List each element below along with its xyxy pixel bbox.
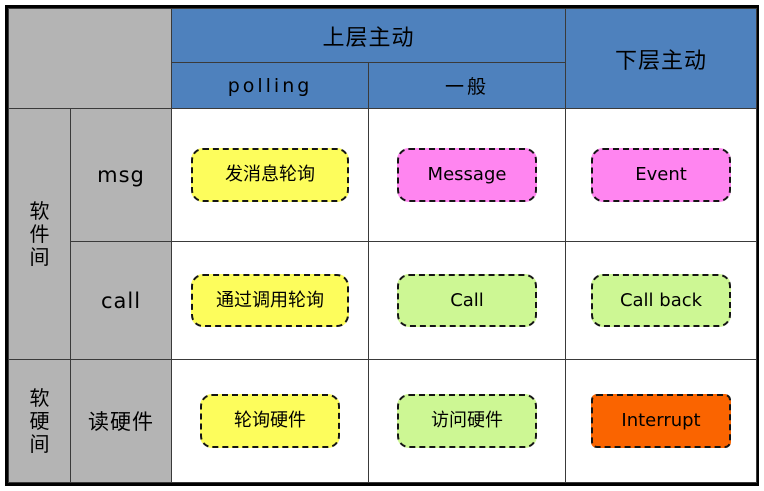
box-message[interactable]: Message — [397, 148, 537, 202]
cell-msg-general: Message — [367, 108, 567, 242]
box-polling-via-call[interactable]: 通过调用轮询 — [191, 273, 349, 328]
cell-hardware-lower-active: Interrupt — [565, 359, 758, 483]
cell-call-general: Call — [367, 241, 567, 360]
matrix-corner-cell — [8, 8, 172, 109]
matrix-table: 上层主动 下层主动 polling 一般 软件间 msg 发消息轮询 Messa… — [8, 7, 758, 483]
row-group-software-to-hardware: 软硬间 — [8, 359, 71, 483]
box-interrupt[interactable]: Interrupt — [591, 394, 732, 448]
comparison-matrix: 上层主动 下层主动 polling 一般 软件间 msg 发消息轮询 Messa… — [5, 5, 759, 486]
header-row-top: 上层主动 下层主动 — [8, 7, 758, 109]
row-group-label-vertical: 软硬间 — [29, 385, 50, 456]
sub-column-general: 一般 — [367, 62, 567, 109]
column-group-upper-active: 上层主动 — [170, 7, 567, 64]
row-label-msg: msg — [70, 108, 172, 242]
row-label-read-hardware: 读硬件 — [70, 359, 172, 483]
header-row-sub: polling 一般 — [9, 62, 757, 109]
sub-column-polling: polling — [171, 62, 369, 109]
cell-hardware-polling: 轮询硬件 — [171, 359, 369, 483]
box-event[interactable]: Event — [591, 148, 732, 202]
row-label-call: call — [70, 241, 172, 360]
column-group-lower-active: 下层主动 — [565, 8, 758, 109]
box-call-back[interactable]: Call back — [591, 273, 732, 328]
box-call[interactable]: Call — [397, 273, 537, 328]
box-poll-hardware[interactable]: 轮询硬件 — [200, 394, 340, 448]
cell-hardware-general: 访问硬件 — [367, 359, 567, 483]
table-row-msg: 软件间 msg 发消息轮询 Message Event — [8, 108, 758, 360]
box-access-hardware[interactable]: 访问硬件 — [397, 394, 537, 448]
cell-call-lower-active: Call back — [565, 241, 758, 360]
cell-msg-polling: 发消息轮询 — [171, 108, 369, 242]
table-row-call: call 通过调用轮询 Call Call back — [9, 241, 758, 360]
cell-call-polling: 通过调用轮询 — [171, 241, 369, 360]
cell-msg-lower-active: Event — [565, 108, 758, 242]
row-group-software-to-software: 软件间 — [8, 108, 71, 360]
table-row-read-hardware: 软硬间 读硬件 轮询硬件 访问硬件 Interrupt — [8, 359, 758, 483]
box-send-message-polling[interactable]: 发消息轮询 — [191, 148, 349, 202]
row-group-label-vertical: 软件间 — [29, 198, 50, 269]
